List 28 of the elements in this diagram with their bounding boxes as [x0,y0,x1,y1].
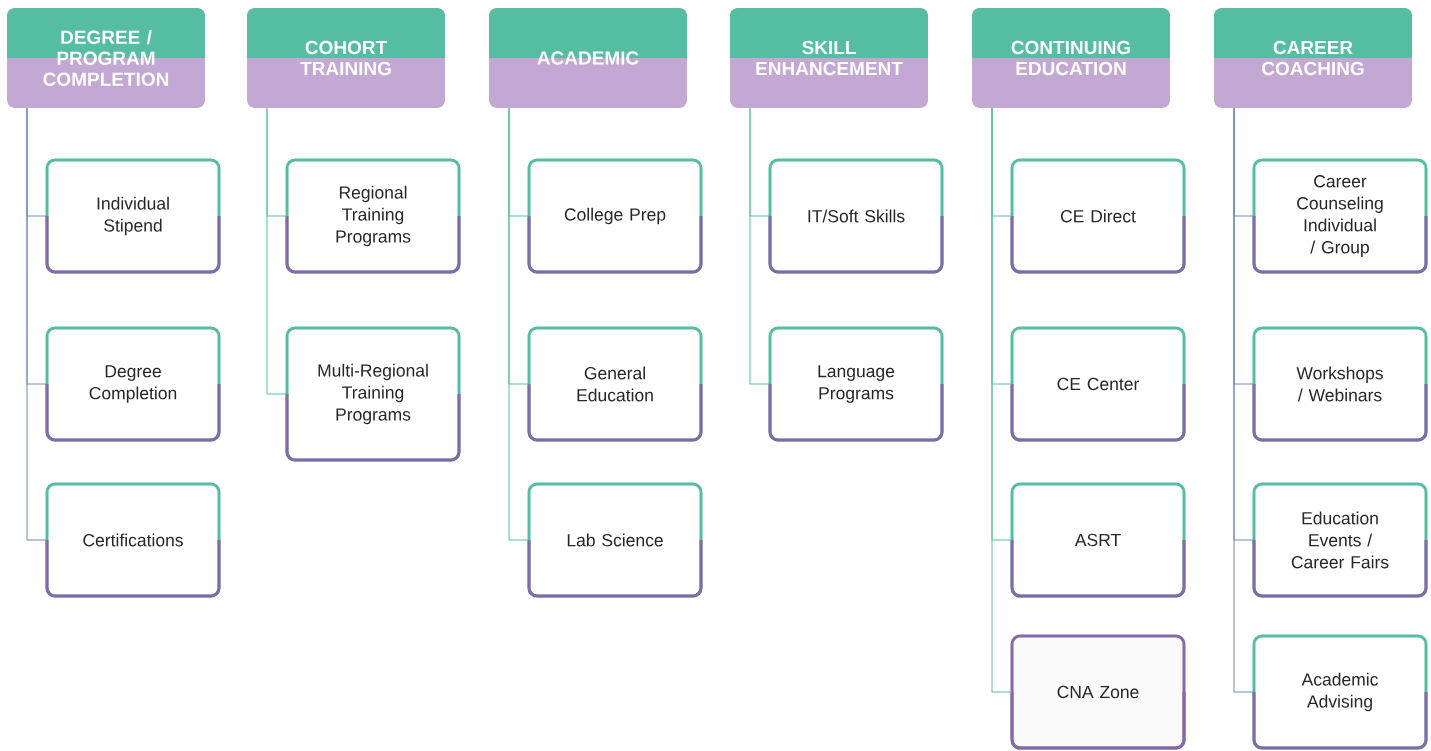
category-header: CAREER COACHING [1214,8,1412,108]
item-box: Education Events / Career Fairs [1252,482,1428,598]
item-box: Certifications [45,482,221,598]
item-box: IT/Soft Skills [768,158,944,274]
item-box: CE Direct [1010,158,1186,274]
item-box: Degree Completion [45,326,221,442]
item-box: Academic Advising [1252,634,1428,750]
connector-line [266,107,288,395]
item-box: Regional Training Programs [285,158,461,274]
item-box: CE Center [1010,326,1186,442]
connector-line [749,107,771,385]
connector-line [991,107,1013,693]
connector-line [1233,107,1255,693]
category-header: SKILL ENHANCEMENT [730,8,928,108]
item-box: College Prep [527,158,703,274]
category-header: COHORT TRAINING [247,8,445,108]
item-box: Language Programs [768,326,944,442]
connector-line [508,107,530,541]
item-box: Lab Science [527,482,703,598]
item-box: CNA Zone [1010,634,1186,750]
connector-line [26,107,48,541]
item-box: ASRT [1010,482,1186,598]
item-box: General Education [527,326,703,442]
item-box: Multi-Regional Training Programs [285,326,461,462]
category-header: CONTINUING EDUCATION [972,8,1170,108]
item-box: Workshops / Webinars [1252,326,1428,442]
item-box: Career Counseling Individual / Group [1252,158,1428,274]
item-box: Individual Stipend [45,158,221,274]
